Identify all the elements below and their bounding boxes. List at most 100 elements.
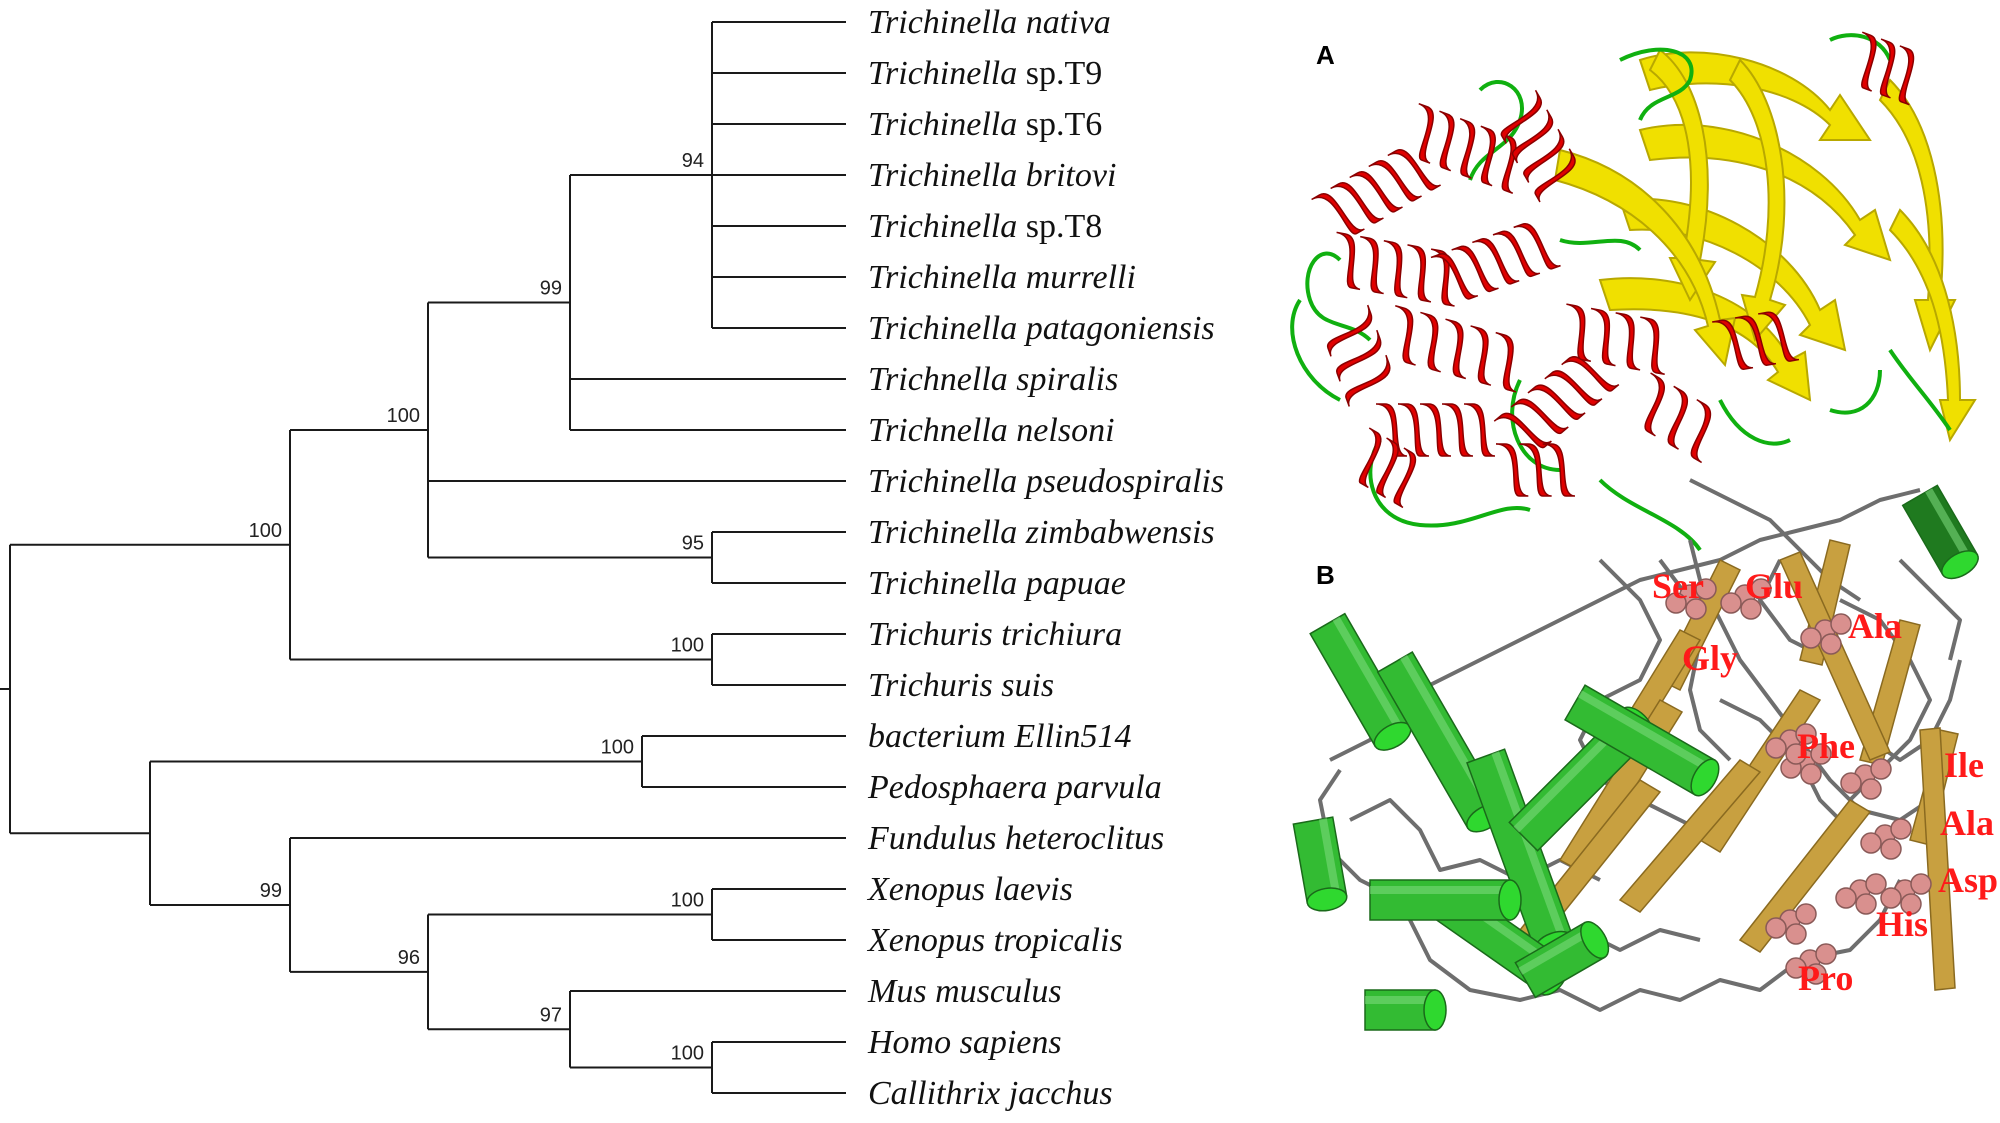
residue-sphere [1860, 832, 1882, 854]
helix-turn [1451, 245, 1499, 293]
residue-sphere [1815, 943, 1837, 965]
taxon-epithet: laevis [985, 871, 1073, 908]
cylinder-cap [1306, 887, 1348, 912]
taxon-epithet: trichiura [993, 616, 1122, 653]
residue-sphere [1840, 772, 1862, 794]
helix-turn [1311, 193, 1365, 235]
cylinder-shine [1365, 996, 1435, 1004]
bootstrap-value: 95 [682, 533, 704, 555]
helix-turn [1336, 231, 1361, 291]
cylinder-cap [1423, 989, 1447, 1031]
helix-turn [1375, 403, 1408, 457]
taxon-genus: Trichinella [868, 565, 1017, 602]
helix-turn [1360, 235, 1384, 295]
beta-sheets-yellow [1553, 48, 1977, 443]
alpha-helix [1395, 305, 1517, 393]
helix-turn [1898, 45, 1915, 106]
bootstrap-value: 99 [260, 880, 282, 902]
taxon-genus: Trichinella [868, 259, 1017, 296]
residue-sphere [1750, 578, 1772, 600]
cylinder-shine [1332, 616, 1405, 734]
residue-sphere [1765, 917, 1787, 939]
taxon-label: Trichnella nelsoni [868, 412, 1115, 449]
residue-sphere [1740, 598, 1762, 620]
alpha-helix [1566, 303, 1666, 376]
helix-cylinder [1564, 684, 1720, 797]
loop-segment [1619, 47, 1694, 121]
taxon-epithet: nelsoni [1008, 412, 1115, 449]
helix-turn [1512, 109, 1554, 164]
helix-turn [1500, 89, 1543, 144]
residue-sphere [1810, 743, 1832, 765]
residue-sphere [1900, 893, 1922, 915]
alpha-helix [1327, 304, 1391, 407]
taxon-genus: Trichinella [868, 55, 1017, 92]
helix-turn [1510, 398, 1569, 435]
bootstrap-value: 100 [601, 737, 634, 759]
helix-turn [1615, 312, 1641, 371]
taxon-genus: Trichinella [868, 106, 1017, 143]
alpha-helix-cylinders [1292, 484, 1979, 1031]
bootstrap-value: 100 [671, 635, 704, 657]
taxon-genus: Trichuris [868, 667, 993, 704]
taxon-epithet: sp.T8 [1017, 208, 1102, 245]
residue-label: Asp [1938, 860, 1998, 900]
alpha-helix [1500, 89, 1576, 203]
cylinder-shine [1370, 886, 1510, 894]
alpha-helix [1375, 403, 1496, 457]
beta-strand-slab [1919, 727, 1956, 991]
helix-cylinder [1369, 879, 1522, 921]
taxon-genus: Trichinella [868, 208, 1017, 245]
helix-turn [1566, 303, 1592, 363]
helix-turn [1513, 223, 1561, 270]
bootstrap-value: 100 [671, 1043, 704, 1065]
helix-turn [1407, 244, 1432, 303]
residue-sphere [1880, 838, 1902, 860]
loop-segment [1829, 369, 1882, 415]
taxon-epithet: jacchus [1000, 1075, 1112, 1112]
taxon-label: Trichinella pseudospiralis [868, 463, 1224, 500]
cylinder-cap [1498, 879, 1522, 921]
helix-turn [1492, 230, 1541, 277]
active-site-residue-spheres [1665, 578, 1932, 985]
helix-turn [1712, 319, 1754, 370]
cylinder-shine [1491, 751, 1568, 942]
helix-turn [1667, 385, 1689, 450]
helix-turn [1395, 305, 1416, 366]
taxon-epithet: tropicalis [985, 922, 1123, 959]
taxon-epithet: pseudospiralis [1017, 463, 1224, 500]
taxon-genus: Trichinella [868, 310, 1017, 347]
bootstrap-value: 94 [682, 150, 704, 172]
taxon-genus: Trichuris [868, 616, 993, 653]
bootstrap-value: 100 [671, 890, 704, 912]
loop-segment [1888, 348, 1952, 432]
alpha-helix [1430, 223, 1561, 300]
taxon-epithet: suis [993, 667, 1054, 704]
residue-sphere [1795, 903, 1817, 925]
taxon-genus: Mus [867, 973, 927, 1010]
alpha-helix [1493, 356, 1620, 449]
alpha-helix [1712, 311, 1800, 370]
beta-strand-slab [1738, 799, 1872, 953]
taxon-genus: Fundulus [867, 820, 996, 857]
taxon-epithet: sp.T9 [1017, 55, 1102, 92]
residue-sphere [1820, 633, 1842, 655]
taxon-epithet: sapiens [951, 1024, 1062, 1061]
residue-sphere [1785, 957, 1807, 979]
helix-turn [1527, 384, 1586, 420]
taxon-genus: Trichnella [868, 361, 1008, 398]
helix-turn [1495, 331, 1517, 393]
residue-sphere [1785, 923, 1807, 945]
helix-turn [1327, 304, 1373, 357]
taxon-epithet: patagoniensis [1017, 310, 1214, 347]
helix-turn [1495, 443, 1529, 497]
loop-segment [1368, 438, 1531, 528]
taxon-label: Trichinella sp.T6 [868, 106, 1102, 143]
residue-sphere [1830, 613, 1852, 635]
residue-sphere [1880, 887, 1902, 909]
helix-turn [1542, 443, 1576, 497]
bootstrap-value: 97 [540, 1004, 562, 1026]
alpha-helix [1495, 443, 1576, 497]
